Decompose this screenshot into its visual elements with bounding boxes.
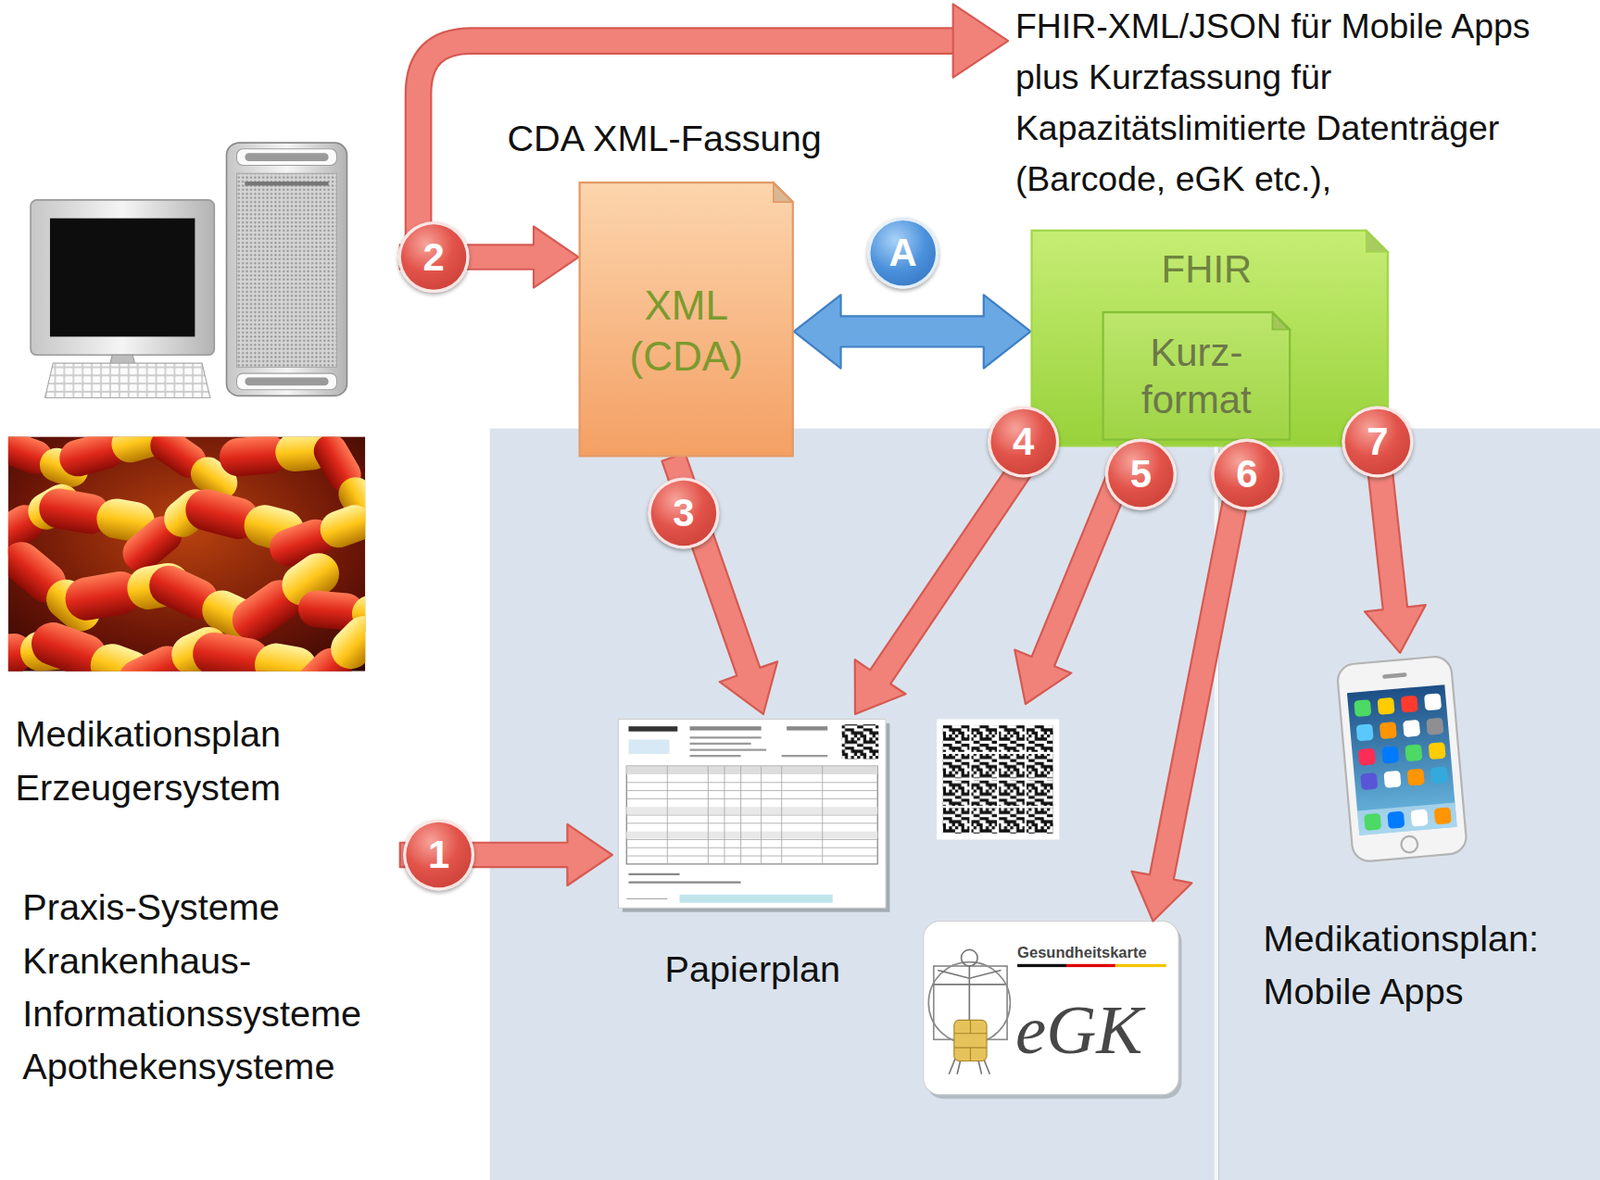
plan-caption: Papierplan — [612, 946, 894, 992]
card-title: Gesundheitskarte — [1017, 942, 1147, 965]
short-format-box: Kurz- format — [1102, 311, 1292, 441]
callout-number: 5 — [1105, 439, 1177, 511]
folded-corner — [773, 182, 794, 202]
format-label: Kurz- format — [1117, 329, 1276, 424]
paper-plan-image — [617, 718, 890, 912]
flow-arrow — [855, 440, 1046, 715]
folded-corner — [1366, 230, 1388, 252]
pills-photo — [8, 436, 366, 671]
box-body — [579, 182, 794, 456]
callout-number: 6 — [1210, 439, 1283, 511]
document-label: FHIR — [1030, 245, 1383, 293]
mobile-app: Medikationsplan: Mobile Apps — [1259, 653, 1596, 1021]
barcode-image — [936, 718, 1059, 840]
fhir-document: FHIR Kurz- format — [1030, 229, 1389, 448]
conversion-arrow — [793, 294, 1032, 368]
document-heading: CDA XML-Fassung — [506, 116, 821, 162]
cda-document: CDA XML-FassungXML (CDA) — [578, 181, 794, 457]
callout-number: 1 — [403, 818, 475, 891]
callout-number: 4 — [987, 405, 1059, 478]
flow-arrow — [1131, 438, 1259, 921]
system-title: Medikationsplan Erzeugersystem — [15, 707, 399, 815]
card-logo: eGK — [1015, 990, 1143, 1069]
callout-number: 3 — [647, 477, 719, 549]
format-note: FHIR-XML/JSON für Mobile Apps plus Kurzf… — [1015, 0, 1575, 204]
computer-illustration — [30, 142, 347, 398]
paper-plan: Papierplan — [612, 714, 894, 1000]
box-body — [1103, 312, 1291, 441]
output-panel — [490, 428, 1600, 1180]
health-card: Gesundheitskarte eGK — [923, 921, 1179, 1096]
folded-corner — [1272, 312, 1290, 330]
document-label: XML (CDA) — [609, 279, 764, 382]
callout-number: 7 — [1341, 405, 1413, 478]
producer-system: Medikationsplan ErzeugersystemPraxis-Sys… — [8, 132, 401, 1097]
phone-image — [1335, 655, 1468, 864]
health-card-image — [923, 921, 1183, 1100]
system-list: Praxis-Systeme Krankenhaus-Informationss… — [22, 881, 403, 1095]
app-caption: Medikationsplan: Mobile Apps — [1263, 912, 1593, 1020]
callout-number: 2 — [398, 221, 470, 293]
callout-number: A — [867, 217, 939, 290]
